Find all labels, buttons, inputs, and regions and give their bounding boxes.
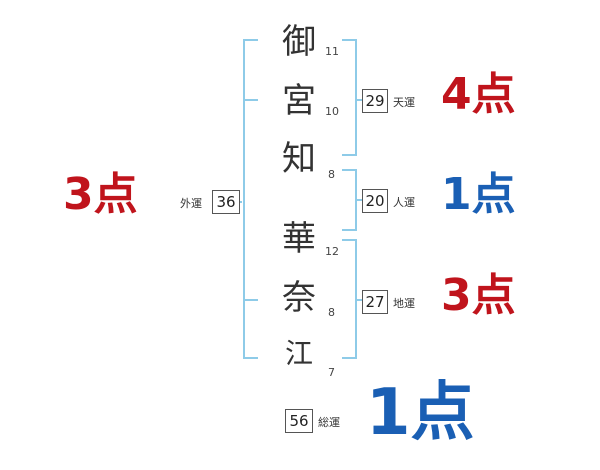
name-char-2: 宮 (282, 81, 316, 121)
name-char-3: 知 (282, 139, 316, 179)
souun-value: 56 (285, 409, 313, 433)
stroke-count-4: 12 (325, 245, 339, 258)
stroke-count-2: 10 (325, 105, 339, 118)
stroke-count-6: 7 (328, 366, 335, 379)
stroke-count-3: 8 (328, 168, 335, 181)
chiun-value: 27 (362, 290, 388, 314)
jinun-score: 1点 (441, 169, 516, 220)
souun-score: 1点 (366, 376, 475, 450)
gaiun-label: 外運 (180, 197, 202, 210)
jinun-value: 20 (362, 189, 388, 213)
name-char-6: 江 (284, 337, 313, 370)
chiun-score: 3点 (441, 270, 516, 321)
jinun-label: 人運 (393, 196, 415, 209)
stroke-count-1: 11 (325, 45, 339, 58)
tenun-value: 29 (362, 89, 388, 113)
souun-label: 総運 (318, 416, 340, 429)
stroke-count-5: 8 (328, 306, 335, 319)
tenun-label: 天運 (393, 96, 415, 109)
gaiun-score: 3点 (63, 169, 138, 220)
gaiun-value: 36 (212, 190, 240, 214)
name-char-1: 御 (282, 22, 316, 62)
name-char-5: 奈 (282, 278, 316, 318)
chiun-label: 地運 (393, 297, 415, 310)
tenun-score: 4点 (441, 69, 516, 120)
name-char-4: 華 (282, 219, 316, 259)
